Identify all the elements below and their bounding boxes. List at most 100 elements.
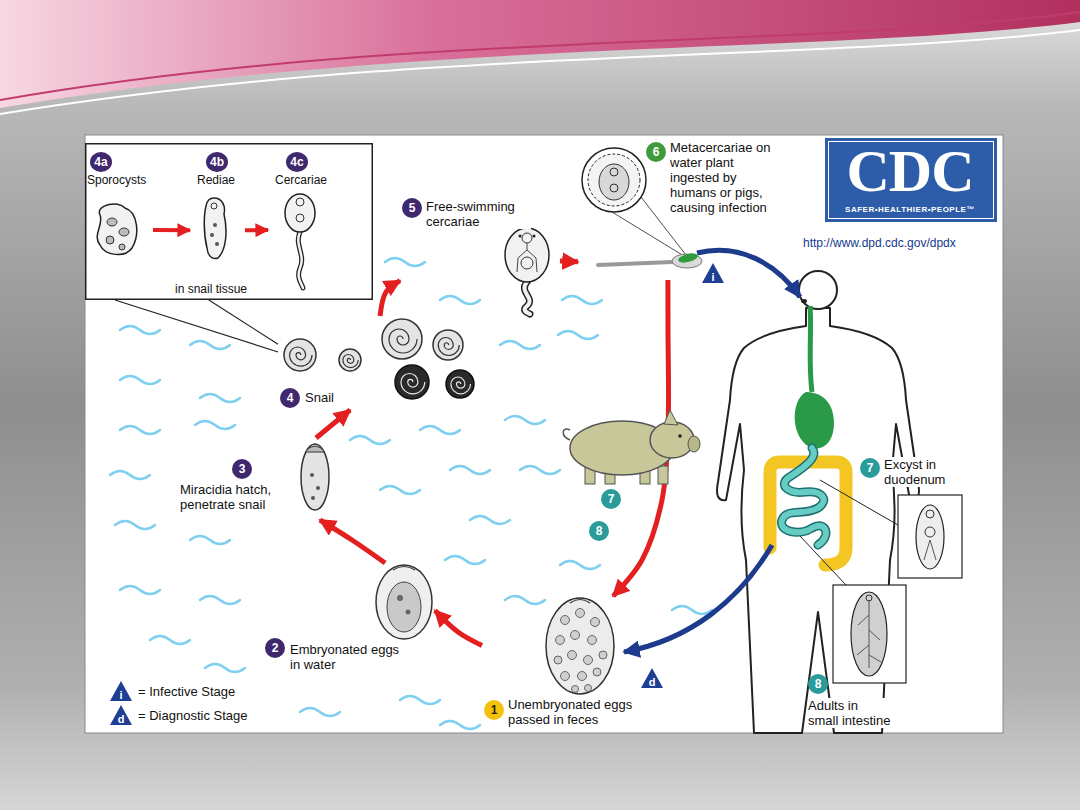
water-waves bbox=[560, 561, 600, 569]
sporocyst-stage: 4aSporocysts bbox=[86, 150, 153, 258]
snail-stage: 4 Snail bbox=[278, 316, 482, 410]
slide-background bbox=[0, 30, 1080, 114]
stage-label: Snail bbox=[305, 390, 350, 405]
embryonated-egg bbox=[376, 565, 432, 639]
free-cercaria-figure bbox=[524, 282, 530, 314]
legend-entry: = Infective Stage bbox=[138, 684, 235, 699]
unembryonated-egg bbox=[591, 618, 600, 627]
metacercaria-figure bbox=[599, 164, 629, 200]
unembryonated-egg bbox=[585, 685, 592, 692]
water-waves bbox=[120, 426, 160, 434]
stage-label: Cercariae bbox=[275, 173, 337, 187]
stage-label: Metacercariae on water plant ingested by… bbox=[670, 140, 771, 215]
callout-number: 5 bbox=[402, 198, 422, 218]
water-waves bbox=[558, 331, 598, 339]
cercaria-figure bbox=[298, 232, 303, 288]
embryonated-egg bbox=[376, 565, 432, 639]
adult-worm-inset bbox=[851, 592, 887, 676]
metacercaria-figure bbox=[588, 154, 640, 206]
pig-figure bbox=[563, 410, 700, 484]
human-figure bbox=[801, 299, 807, 303]
water-waves bbox=[520, 466, 560, 474]
redia-figure bbox=[204, 198, 226, 259]
stage-label: Embryonated eggs in water bbox=[290, 642, 402, 672]
legend-entry: = Diagnostic Stage bbox=[138, 708, 247, 723]
human-figure bbox=[782, 448, 826, 545]
free-cercaria-figure bbox=[505, 228, 549, 314]
water-waves bbox=[120, 376, 160, 384]
embryonated-egg bbox=[397, 595, 403, 601]
legend-text: = Infective Stage bbox=[138, 684, 235, 699]
water-waves bbox=[350, 436, 390, 444]
water-waves bbox=[200, 596, 240, 604]
water-waves bbox=[120, 586, 160, 594]
human-figure bbox=[782, 448, 826, 545]
miracidium-stage: 3Miracidia hatch, penetrate snail bbox=[175, 438, 336, 520]
figure-panel bbox=[85, 135, 1003, 733]
pig-figure bbox=[563, 429, 570, 440]
snail-shells bbox=[382, 319, 422, 359]
unembryonated-egg bbox=[578, 672, 587, 681]
leader-line bbox=[209, 300, 278, 344]
sporocyst-figure bbox=[106, 236, 114, 244]
embryonated-egg-stage: 2Embryonated eggs in water bbox=[263, 563, 435, 676]
human-figure bbox=[795, 392, 834, 448]
snail-shells bbox=[284, 339, 316, 371]
cycle-arrow bbox=[153, 228, 190, 232]
spoon-with-plant bbox=[598, 252, 702, 268]
stage-label: Excyst in duodenum bbox=[884, 457, 964, 487]
redia-figure bbox=[210, 233, 214, 237]
cercaria-figure bbox=[296, 198, 304, 206]
water-waves bbox=[450, 466, 490, 474]
logo-box: CDCSAFER•HEALTHIER•PEOPLE™ bbox=[825, 138, 997, 222]
unembryonated-egg bbox=[572, 686, 579, 693]
unembryonated-egg bbox=[556, 636, 565, 645]
redia-stage: 4bRediae bbox=[190, 150, 245, 260]
unembryonated-egg bbox=[570, 600, 590, 604]
free-cercaria-figure bbox=[505, 228, 549, 282]
callout-number: 6 bbox=[646, 142, 666, 162]
unembryonated-egg bbox=[561, 616, 570, 625]
spoon-with-plant bbox=[677, 252, 698, 265]
snail-shells bbox=[284, 319, 474, 399]
sporocyst-figure bbox=[97, 204, 137, 254]
ingestion-arrows bbox=[697, 250, 800, 297]
water-waves bbox=[672, 606, 712, 614]
human-figure bbox=[717, 271, 919, 733]
unembryonated-egg bbox=[576, 609, 585, 618]
water-waves bbox=[440, 296, 480, 304]
snail-shells bbox=[446, 370, 474, 398]
excyst-stage: 7Excyst in duodenum bbox=[858, 455, 966, 580]
water-waves bbox=[110, 471, 150, 479]
water-waves bbox=[440, 721, 480, 729]
water-waves bbox=[200, 394, 240, 402]
sporocyst-figure bbox=[97, 204, 137, 254]
cycle-arrow bbox=[320, 520, 385, 563]
embryonated-egg bbox=[406, 610, 411, 615]
callout-number: 4 bbox=[280, 388, 300, 408]
water-waves bbox=[500, 341, 540, 349]
miracidium-figure bbox=[301, 444, 329, 510]
adult-worm-inset bbox=[833, 585, 906, 683]
water-waves bbox=[300, 708, 340, 716]
redia-figure bbox=[211, 203, 217, 209]
pig-figure bbox=[650, 422, 694, 458]
metacercaria-figure bbox=[610, 168, 618, 176]
water-waves bbox=[420, 426, 460, 434]
miracidium-figure bbox=[311, 496, 315, 500]
human-figure bbox=[810, 306, 812, 392]
water-waves bbox=[470, 516, 510, 524]
callout-number: 7 bbox=[860, 458, 880, 478]
stage-label: Unembryonated eggs passed in feces bbox=[508, 697, 643, 727]
miracidium-figure bbox=[310, 473, 314, 477]
legend-text: = Diagnostic Stage bbox=[138, 708, 247, 723]
infective-stage-marker: i bbox=[702, 263, 724, 283]
adult-worm-inset bbox=[833, 585, 906, 683]
snail-shells bbox=[339, 349, 361, 371]
water-waves bbox=[385, 258, 425, 266]
snail-shells bbox=[433, 330, 463, 360]
stage-label: Rediae bbox=[197, 173, 243, 187]
embryonated-egg bbox=[387, 582, 421, 632]
callout-number: 4b bbox=[206, 152, 228, 172]
